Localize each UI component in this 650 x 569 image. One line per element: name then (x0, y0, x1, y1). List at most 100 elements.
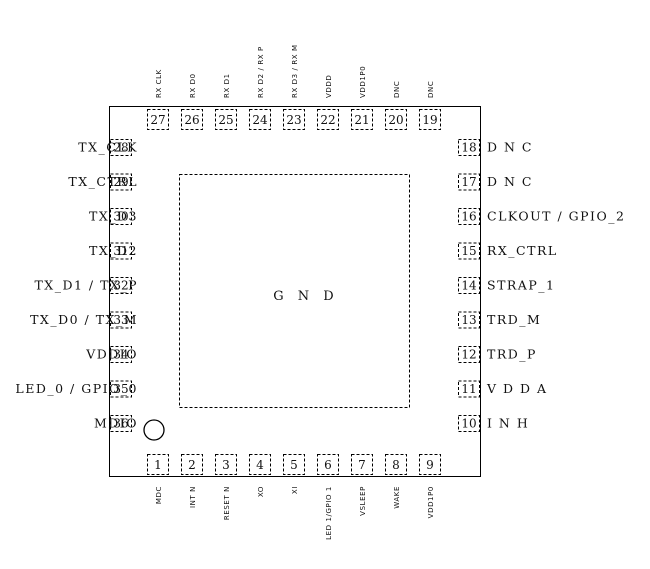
pin-pad-14 (458, 277, 480, 294)
pin-number-29: 29 (113, 175, 128, 189)
pin-label-18: D N C (487, 140, 533, 155)
pin-label-34: VDDIO (85, 347, 138, 362)
pin-label-14: STRAP_1 (487, 278, 555, 293)
pin-label-2: INT N (189, 486, 197, 508)
pin-pad-17 (458, 173, 480, 191)
pin-pad-19 (419, 109, 441, 130)
pin-pad-11 (458, 380, 480, 398)
pin-label-19: DNC (427, 81, 435, 98)
pin-number-22: 22 (320, 113, 335, 127)
ground-pad (179, 174, 410, 408)
pin-number-14: 14 (461, 279, 477, 293)
pin-label-17: D N C (487, 174, 533, 189)
pin-number-3: 3 (222, 458, 230, 472)
pin-number-35: 35 (113, 382, 128, 396)
pin-number-16: 16 (461, 210, 476, 224)
pin-pad-36 (110, 415, 132, 432)
pin-pad-7 (351, 454, 373, 475)
pin-pad-12 (458, 346, 480, 363)
pin-label-32: TX_D1 / TX_P (34, 278, 138, 293)
pin-number-5: 5 (290, 458, 298, 472)
pin-number-23: 23 (286, 113, 301, 127)
pin-label-13: TRD_M (487, 312, 541, 327)
pin-pad-4 (249, 454, 271, 475)
pin-number-25: 25 (218, 113, 233, 127)
pin-label-24: RX D2 / RX P (257, 46, 265, 98)
ground-pad-label: G N D (273, 289, 338, 304)
pin-label-27: RX CLK (155, 69, 163, 98)
pin-pad-30 (110, 208, 132, 225)
pin-number-2: 2 (188, 458, 196, 472)
pin-pad-9 (419, 454, 441, 475)
pin-number-1: 1 (154, 458, 162, 472)
pin-number-21: 21 (354, 113, 369, 127)
pin-pad-1 (147, 454, 169, 475)
pin-number-30: 30 (113, 210, 128, 224)
pin-pad-6 (317, 454, 339, 475)
pin-label-21: VDD1P0 (359, 66, 367, 98)
pin-pad-26 (181, 109, 203, 130)
pin-number-28: 28 (113, 141, 128, 155)
pin-label-28: TX_CLK (78, 140, 138, 155)
pin-pad-34 (110, 346, 132, 363)
pin-label-26: RX D0 (189, 73, 197, 98)
pin-pad-29 (110, 173, 132, 191)
pin-number-11: 11 (461, 382, 476, 396)
pin-label-20: DNC (393, 81, 401, 98)
pin-pad-10 (458, 415, 480, 432)
pin-pad-3 (215, 454, 237, 475)
pin-pad-32 (110, 277, 132, 294)
pin-number-24: 24 (252, 113, 268, 127)
pin-number-7: 7 (358, 458, 366, 472)
pin-label-22: VDDD (325, 75, 333, 98)
pin-pad-25 (215, 109, 237, 130)
pin-pad-28 (110, 139, 132, 156)
pin-pad-31 (110, 242, 132, 260)
pin1-marker (143, 419, 165, 441)
pin-label-7: VSLEEP (359, 486, 367, 516)
pin-number-9: 9 (426, 458, 434, 472)
pin-pad-33 (110, 311, 132, 329)
pin-pad-20 (385, 109, 407, 130)
pin-label-8: WAKE (393, 486, 401, 509)
pin-pad-24 (249, 109, 271, 130)
pin-label-6: LED 1/GPIO 1 (325, 486, 333, 540)
package-outline (109, 106, 481, 477)
pin-label-31: TX_D2 (89, 243, 138, 258)
pin-number-27: 27 (150, 113, 165, 127)
pin-number-20: 20 (388, 113, 403, 127)
pin-label-25: RX D1 (223, 73, 231, 98)
pin-label-30: TX_D3 (89, 209, 138, 224)
pin-pad-23 (283, 109, 305, 130)
pin-label-4: XO (257, 486, 265, 497)
pin-label-29: TX_CTRL (68, 174, 138, 189)
pin-label-1: MDC (155, 486, 163, 504)
pin-label-35: LED_0 / GPIO_0 (15, 381, 138, 396)
pin-number-6: 6 (324, 458, 332, 472)
pin-number-13: 13 (461, 313, 476, 327)
pin-label-36: MDIO (94, 416, 138, 431)
pin-label-9: VDD1P0 (427, 486, 435, 518)
pin-number-26: 26 (184, 113, 199, 127)
pin-label-3: RESET N (223, 486, 231, 520)
pin-label-12: TRD_P (487, 347, 537, 362)
pin-number-33: 33 (113, 313, 128, 327)
pin-number-34: 34 (113, 348, 129, 362)
pin-pad-22 (317, 109, 339, 130)
pin-pad-18 (458, 139, 480, 156)
pin-number-12: 12 (461, 348, 476, 362)
pin-label-10: I N H (487, 416, 529, 431)
pin-number-15: 15 (461, 244, 476, 258)
pin-pad-2 (181, 454, 203, 475)
pin-pad-35 (110, 380, 132, 398)
pin-pad-27 (147, 109, 169, 130)
pin-number-18: 18 (461, 141, 476, 155)
pin-number-36: 36 (113, 417, 128, 431)
pin-number-19: 19 (422, 113, 437, 127)
pin-label-5: XI (291, 486, 299, 494)
pin-number-4: 4 (256, 458, 264, 472)
pin-number-31: 31 (113, 244, 128, 258)
pin-label-33: TX_D0 / TX_M (30, 312, 138, 327)
pin-pad-21 (351, 109, 373, 130)
